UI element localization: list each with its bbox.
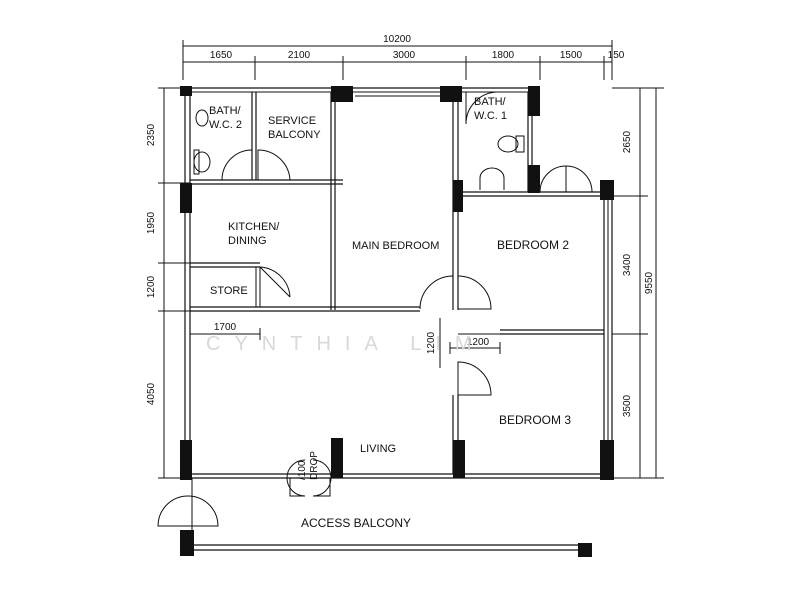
dim-left: 4050: [146, 382, 157, 405]
dim-right: 3400: [622, 253, 633, 276]
room-living: LIVING: [360, 443, 396, 455]
dimension-labels: 10200 1650 2100 3000 1800 1500 150 2350 …: [146, 34, 655, 417]
dim-right: 2650: [622, 130, 633, 153]
dim-top: 1650: [210, 50, 233, 61]
room-kitchen-line2: DINING: [228, 235, 267, 247]
dim-left: 1950: [146, 211, 157, 234]
watermark: CYNTHIA LIM: [206, 333, 486, 355]
drop-note-line2: DROP: [309, 451, 320, 480]
fixtures: [193, 109, 525, 190]
dim-top: 3000: [393, 50, 416, 61]
dim-left: 1200: [146, 275, 157, 298]
room-labels: BATH/ W.C. 2 SERVICE BALCONY BATH/ W.C. …: [209, 96, 571, 530]
room-bedroom3: BEDROOM 3: [499, 413, 571, 427]
access-balcony-parapet: [191, 478, 580, 551]
dim-left: 2350: [146, 123, 157, 146]
dim-right: 3500: [622, 394, 633, 417]
dim-overall-width: 10200: [383, 34, 411, 45]
room-bedroom2: BEDROOM 2: [497, 238, 569, 252]
dim-top: 1800: [492, 50, 515, 61]
room-store: STORE: [210, 285, 248, 297]
room-main-bedroom: MAIN BEDROOM: [352, 240, 439, 252]
room-bath1-line1: BATH/: [474, 96, 507, 108]
dim-internal: 1200: [467, 337, 490, 348]
doors: [157, 91, 593, 527]
room-bath2-line1: BATH/: [209, 105, 242, 117]
room-kitchen-line1: KITCHEN/: [228, 221, 280, 233]
dim-top: 150: [608, 50, 625, 61]
room-service-balcony-line2: BALCONY: [268, 129, 321, 141]
room-bath2-line2: W.C. 2: [209, 119, 242, 131]
room-service-balcony-line1: SERVICE: [268, 115, 316, 127]
room-bath1-line2: W.C. 1: [474, 110, 507, 122]
room-access-balcony: ACCESS BALCONY: [301, 516, 411, 530]
walls: [180, 86, 614, 557]
drop-note-line1: /100: [297, 460, 308, 480]
dim-top: 2100: [288, 50, 311, 61]
dim-internal: 1200: [426, 331, 437, 354]
dim-internal: 1700: [214, 322, 237, 333]
dim-right-overall: 9550: [644, 271, 655, 294]
dim-top: 1500: [560, 50, 583, 61]
